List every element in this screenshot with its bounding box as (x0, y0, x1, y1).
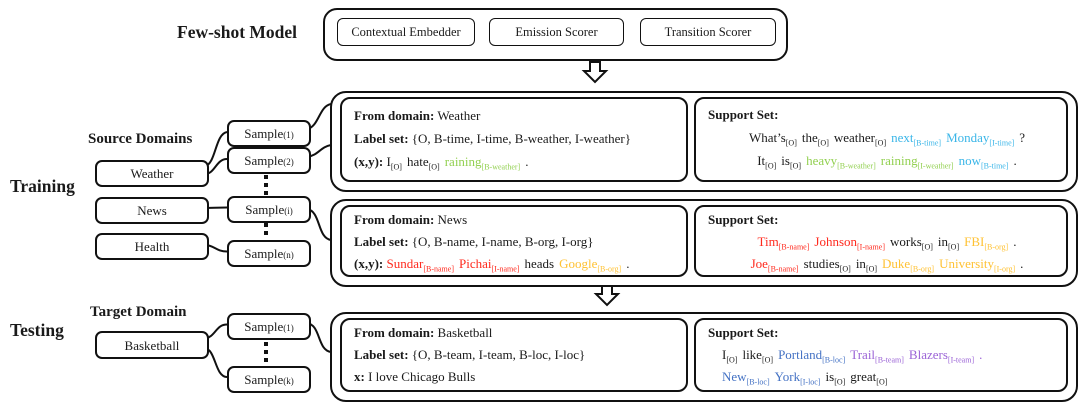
support-set-label: Support Set: (708, 212, 779, 227)
sample-label: Sample (244, 153, 284, 168)
episode-news-query-box: From domain: News Label set: {O, B-name,… (340, 205, 688, 277)
domain-label-health: Health (134, 239, 170, 254)
emission-scorer-box: Emission Scorer (489, 18, 624, 46)
sample-label: Sample (244, 246, 284, 261)
contextual-embedder-label: Contextual Embedder (351, 24, 461, 39)
sample-box-test-k: Sample(k) (227, 366, 311, 393)
transition-scorer-label: Transition Scorer (664, 24, 752, 39)
domain-label-basketball: Basketball (124, 337, 180, 353)
emission-scorer-label: Emission Scorer (515, 24, 598, 39)
ellipsis-dots (264, 175, 268, 195)
testing-section-label: Testing (10, 320, 64, 340)
episode-weather-query-box: From domain: Weather Label set: {O, B-ti… (340, 97, 688, 182)
support-set-label: Support Set: (708, 325, 779, 340)
sample-index: (2) (283, 157, 294, 167)
few-shot-model-label: Few-shot Model (177, 22, 298, 42)
from-domain-line: From domain: News (354, 212, 468, 227)
sample-label: Sample (245, 202, 285, 217)
sample-index: (1) (283, 323, 294, 333)
training-section-label: Training (10, 176, 75, 196)
from-domain-line: From domain: Weather (354, 108, 481, 123)
support-sentence: I[O]like[O]Portland[B-loc]Trail[B-team]B… (722, 347, 983, 365)
from-domain-line: From domain: Basketball (354, 325, 493, 340)
domain-box-news: News (95, 197, 209, 224)
episode-basketball-query-box: From domain: Basketball Label set: {O, B… (340, 318, 688, 392)
domain-label-weather: Weather (130, 166, 174, 181)
support-set-label: Support Set: (708, 107, 779, 122)
x-line: x: I love Chicago Bulls (354, 369, 476, 384)
episode-news-support-box: Support Set: Tim[B-name]Johnson[I-name]w… (694, 205, 1068, 277)
sample-label: Sample (244, 126, 284, 141)
sample-box-test-1: Sample(1) (227, 313, 311, 340)
domain-box-health: Health (95, 233, 209, 260)
support-sentence: Tim[B-name]Johnson[I-name]works[O]in[O]F… (757, 234, 1017, 252)
down-arrow-icon (593, 284, 621, 307)
domain-box-basketball: Basketball (95, 331, 209, 359)
sample-label: Sample (244, 372, 284, 387)
sample-box-i: Sample(i) (227, 196, 311, 223)
sample-box-2: Sample(2) (227, 147, 311, 174)
target-domain-label: Target Domain (90, 304, 187, 320)
contextual-embedder-box: Contextual Embedder (337, 18, 475, 46)
sample-index: (k) (283, 376, 294, 386)
support-sentence: What’s[O]the[O]weather[O]next[B-time]Mon… (748, 130, 1026, 148)
episode-basketball-support-box: Support Set: I[O]like[O]Portland[B-loc]T… (694, 318, 1068, 392)
sample-box-1: Sample(1) (227, 120, 311, 147)
domain-label-news: News (137, 203, 167, 218)
support-sentence: It[O]is[O]heavy[B-weather]raining[I-weat… (757, 153, 1017, 171)
sample-box-n: Sample(n) (227, 240, 311, 267)
sample-index: (n) (283, 250, 294, 260)
transition-scorer-box: Transition Scorer (640, 18, 776, 46)
source-domains-label: Source Domains (88, 131, 193, 147)
label-set-line: Label set: {O, B-time, I-time, B-weather… (354, 131, 631, 146)
xy-line: (x,y): I[O]hate[O]raining[B-weather]. (354, 154, 529, 172)
sample-label: Sample (244, 319, 284, 334)
domain-box-weather: Weather (95, 160, 209, 187)
xy-line: (x,y): Sundar[B-name]Pichai[I-name]heads… (354, 256, 630, 274)
sample-index: (1) (283, 130, 294, 140)
label-set-line: Label set: {O, B-team, I-team, B-loc, I-… (354, 347, 586, 362)
ellipsis-dots (264, 223, 268, 235)
episode-weather-support-box: Support Set: What’s[O]the[O]weather[O]ne… (694, 97, 1068, 182)
sample-index: (i) (284, 206, 293, 216)
support-sentence: Joe[B-name]studies[O]in[O]Duke[B-org]Uni… (750, 256, 1024, 274)
down-arrow-icon (581, 61, 609, 84)
ellipsis-dots (264, 342, 268, 362)
support-sentence: New[B-loc]York[I-loc]is[O]great[O] (722, 369, 888, 387)
label-set-line: Label set: {O, B-name, I-name, B-org, I-… (354, 234, 594, 249)
